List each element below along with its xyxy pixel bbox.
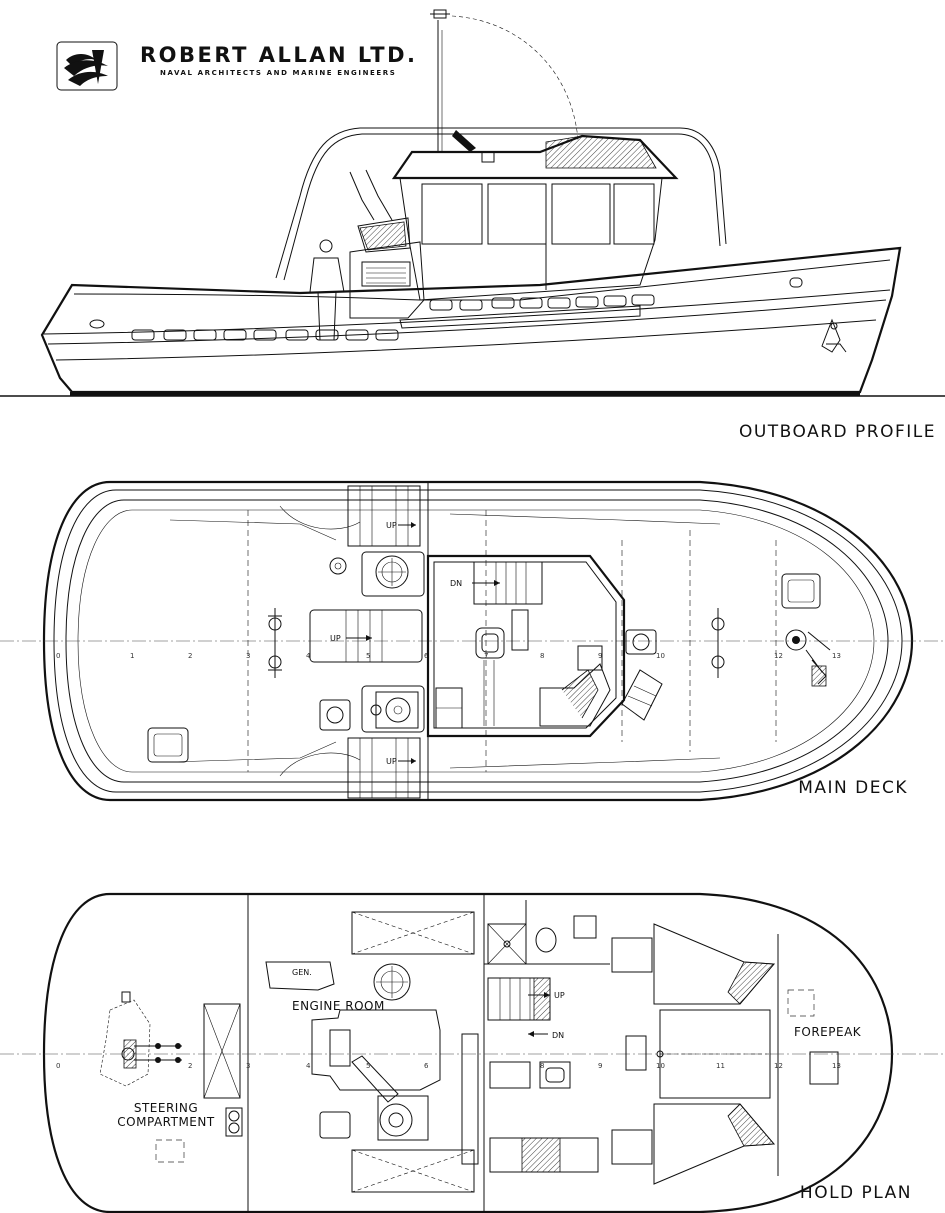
deck-side-stair-top: UP	[347, 485, 421, 547]
bulwark-fender-row	[89, 277, 803, 341]
svg-text:6: 6	[424, 652, 429, 660]
deck-liferaft	[621, 669, 663, 721]
logo-mark-icon	[64, 50, 108, 86]
anchor-icon	[821, 318, 847, 353]
svg-text:3: 3	[246, 1062, 250, 1070]
deck-frame-stations	[247, 510, 777, 772]
view-label-deck: MAIN DECK	[798, 778, 908, 798]
stair-label-dn-hold: DN	[552, 1031, 564, 1040]
svg-text:7: 7	[484, 652, 488, 660]
svg-text:13: 13	[832, 652, 841, 660]
engine-room-fan	[373, 963, 411, 1001]
hold-stair-dn-marker: DN	[528, 1031, 564, 1040]
deck-aft-stair-up: UP	[309, 609, 423, 663]
svg-text:8: 8	[540, 652, 544, 660]
svg-text:5: 5	[366, 1062, 370, 1070]
svg-text:4: 4	[306, 652, 311, 660]
mast	[430, 9, 579, 152]
main-engine	[311, 1009, 441, 1141]
company-subtitle: NAVAL ARCHITECTS AND MARINE ENGINEERS	[160, 69, 396, 77]
room-label-engine: ENGINE ROOM	[292, 999, 385, 1013]
svg-text:4: 4	[306, 1062, 311, 1070]
deck-dinette	[539, 645, 611, 727]
head-shower	[484, 900, 610, 965]
svg-text:2: 2	[188, 652, 192, 660]
svg-text:11: 11	[716, 1062, 725, 1070]
svg-text:12: 12	[774, 652, 783, 660]
main-deck-view: 0 1 2 3 4 5 6 7 8 9 10 12 13 UP	[0, 480, 945, 802]
svg-text:0: 0	[56, 652, 60, 660]
forepeak-hatch-outline	[787, 989, 815, 1017]
deck-bollard-aft	[268, 608, 282, 678]
svg-text:0: 0	[56, 1062, 60, 1070]
svg-text:3: 3	[246, 652, 250, 660]
deck-hatch-aft	[147, 727, 189, 763]
deck-interior-stair-down: DN	[450, 561, 543, 605]
forepeak-hatch	[809, 1051, 839, 1085]
company-logo	[56, 41, 118, 91]
hold-frame-numbers: 0 2 3 4 5 6 8 9 10 11 12 13	[56, 1062, 841, 1070]
stair-label-up-hold: UP	[554, 991, 565, 1000]
deck-vent-fan-1	[361, 551, 425, 597]
fwd-berth-top	[653, 923, 776, 1005]
stair-label-up-top: UP	[386, 521, 397, 530]
svg-text:2: 2	[188, 1062, 192, 1070]
svg-text:10: 10	[656, 652, 665, 660]
title-block: ROBERT ALLAN LTD. NAVAL ARCHITECTS AND M…	[56, 41, 418, 91]
steering-pump	[225, 1107, 243, 1137]
deck-frame-numbers: 0 1 2 3 4 5 6 7 8 9 10 12 13	[56, 652, 841, 660]
deck-windlass	[785, 629, 831, 687]
svg-text:9: 9	[598, 1062, 602, 1070]
crew-figure	[309, 239, 345, 341]
deck-hatch-fwd	[781, 573, 821, 609]
stair-label-up-aft: UP	[330, 634, 341, 643]
davit-crane	[349, 169, 411, 253]
svg-text:12: 12	[774, 1062, 783, 1070]
svg-text:9: 9	[598, 652, 602, 660]
wheelhouse	[399, 177, 663, 301]
deck-side-stair-bottom: UP	[347, 737, 421, 799]
room-label-forepeak: FOREPEAK	[794, 1025, 862, 1039]
deck-bollard-fwd	[711, 608, 725, 678]
deckhouse	[349, 241, 425, 319]
stair-label-dn: DN	[450, 579, 462, 588]
company-name: ROBERT ALLAN LTD.	[140, 43, 418, 67]
fwd-berth-bottom	[653, 1103, 776, 1185]
outboard-profile-view: OUTBOARD PROFILE	[0, 9, 945, 442]
view-label-profile: OUTBOARD PROFILE	[739, 422, 936, 442]
generator: GEN.	[265, 961, 335, 991]
steering-gear	[99, 991, 182, 1087]
hull-outline	[40, 246, 902, 394]
steering-tank	[203, 1003, 241, 1099]
view-label-hold: HOLD PLAN	[800, 1183, 912, 1203]
deck-helm-seat	[475, 609, 529, 726]
svg-text:13: 13	[832, 1062, 841, 1070]
hold-plan-view: 0 2 3 4 5 6 8 9 10 11 12 13	[0, 892, 945, 1213]
roll-bar-arch	[275, 127, 727, 279]
room-label-compartment: COMPARTMENT	[117, 1115, 215, 1129]
room-label-gen: GEN.	[292, 968, 312, 977]
svg-text:8: 8	[540, 1062, 544, 1070]
hold-stair-up: UP	[487, 977, 565, 1021]
svg-text:6: 6	[424, 1062, 429, 1070]
stair-label-up-bottom: UP	[386, 757, 397, 766]
hold-hull-outline	[42, 892, 894, 1213]
deck-vent-fan-2	[361, 685, 425, 733]
engine-room-tank-top	[351, 911, 475, 955]
engine-room-tank-bottom	[351, 1149, 475, 1193]
svg-text:1: 1	[130, 652, 134, 660]
berths-port	[489, 1137, 599, 1173]
room-label-steering: STEERING	[134, 1101, 198, 1115]
svg-text:5: 5	[366, 652, 370, 660]
deck-hull-outline	[42, 480, 914, 802]
galley	[489, 1061, 571, 1089]
